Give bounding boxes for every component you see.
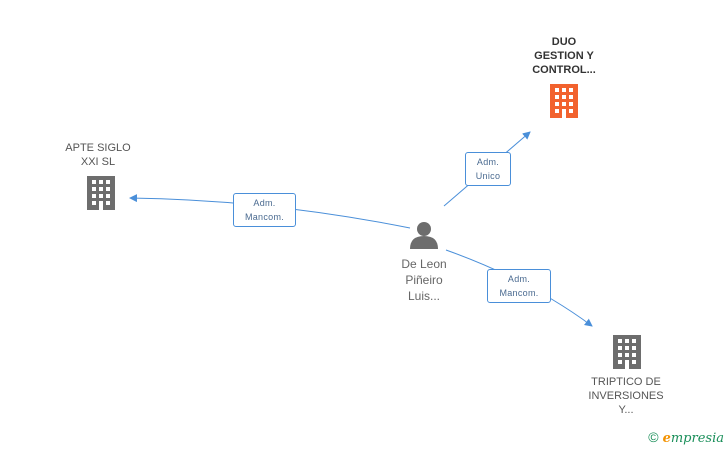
node-duo-label[interactable]: DUO GESTION Y CONTROL... xyxy=(532,36,596,76)
node-triptico-label[interactable]: TRIPTICO DE INVERSIONES Y... xyxy=(588,376,664,416)
edge-label-adm-unico: Adm. Unico xyxy=(465,152,511,186)
edge-label-adm-mancom-apte: Adm. Mancom. xyxy=(233,193,296,227)
node-person-label[interactable]: De Leon Piñeiro Luis... xyxy=(401,257,447,303)
brand-footer[interactable]: ©empresia xyxy=(648,429,724,446)
building-icon[interactable] xyxy=(611,335,643,369)
brand-logo: empresia xyxy=(662,431,724,446)
building-icon[interactable] xyxy=(85,176,117,210)
node-apte-label[interactable]: APTE SIGLO XXI SL xyxy=(65,142,131,168)
building-icon[interactable] xyxy=(548,84,580,118)
edge-label-adm-mancom-triptico: Adm. Mancom. xyxy=(487,269,551,303)
copyright-symbol: © xyxy=(648,429,659,445)
person-icon[interactable] xyxy=(409,221,439,249)
